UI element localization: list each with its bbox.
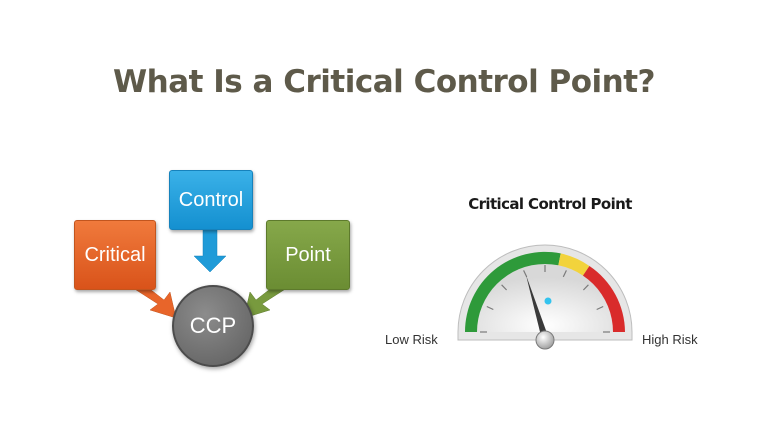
gauge-hub bbox=[535, 330, 555, 350]
low-risk-label: Low Risk bbox=[385, 332, 438, 347]
gauge-face bbox=[477, 264, 613, 332]
risk-gauge bbox=[457, 244, 633, 350]
control-box: Control bbox=[169, 170, 253, 230]
gauge-indicator-dot bbox=[544, 297, 552, 305]
risk-gauge-panel: Critical Control Point bbox=[385, 180, 715, 360]
gauge-ticks bbox=[480, 265, 610, 333]
page-title: What Is a Critical Control Point? bbox=[112, 64, 656, 100]
ccp-circle: CCP bbox=[172, 285, 254, 367]
gauge-title: Critical Control Point bbox=[468, 195, 632, 213]
gauge-needle bbox=[526, 275, 548, 340]
ccp-diagram: Critical Control Point CCP bbox=[72, 150, 350, 370]
ccp-arrows bbox=[129, 227, 291, 319]
control-arrow bbox=[193, 227, 227, 273]
critical-box: Critical bbox=[74, 220, 156, 290]
high-risk-label: High Risk bbox=[642, 332, 698, 347]
point-box: Point bbox=[266, 220, 350, 290]
critical-arrow bbox=[129, 285, 177, 319]
